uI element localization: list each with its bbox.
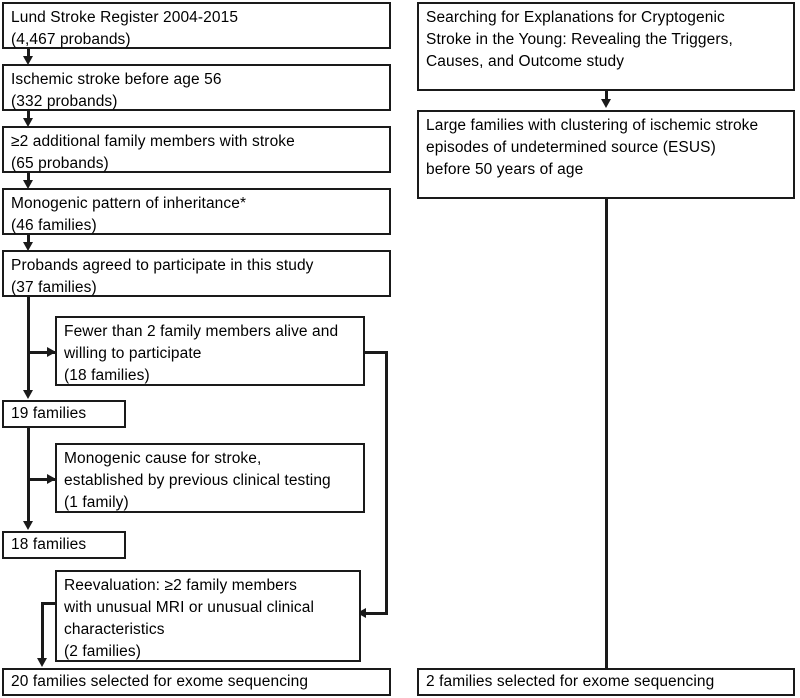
connector-agreed-to-19-families bbox=[26, 297, 30, 393]
connector-19-to-18-families bbox=[26, 428, 30, 524]
connector-feedback-top-segment bbox=[363, 350, 388, 354]
node-large-families-esus: Large families with clustering of ischem… bbox=[417, 110, 795, 199]
connector-reevaluation-down-to-final bbox=[41, 601, 44, 662]
arrowhead-feedback-into-reevaluation bbox=[357, 607, 366, 618]
connector-secryptos-to-large-families bbox=[604, 91, 608, 103]
arrowhead-secryptos-to-large-families bbox=[600, 99, 611, 108]
arrowhead-monogenic-to-agreed bbox=[22, 242, 33, 251]
node-18-families: 18 families bbox=[2, 531, 126, 559]
connector-ischemic-to-family bbox=[26, 111, 30, 122]
arrowhead-reevaluation-to-final-left bbox=[37, 658, 47, 667]
node-19-families: 19 families bbox=[2, 400, 126, 428]
arrowhead-family-to-monogenic bbox=[22, 180, 33, 189]
node-exclusion-monogenic-cause-known: Monogenic cause for stroke, established … bbox=[55, 443, 365, 513]
connector-large-families-to-final-right bbox=[604, 199, 608, 668]
arrowhead-branch-to-exclusion-fewer bbox=[47, 346, 56, 357]
node-exclusion-fewer-than-2-members: Fewer than 2 family members alive and wi… bbox=[55, 316, 365, 386]
node-probands-agreed-to-participate: Probands agreed to participate in this s… bbox=[2, 250, 391, 297]
node-final-2-families-exome-sequencing: 2 families selected for exome sequencing bbox=[417, 668, 795, 696]
node-lund-stroke-register: Lund Stroke Register 2004-2015 (4,467 pr… bbox=[2, 2, 391, 49]
node-secryptos-study: Searching for Explanations for Cryptogen… bbox=[417, 2, 795, 91]
connector-feedback-vertical-segment bbox=[385, 350, 388, 613]
connector-branch-to-exclusion-monogenic bbox=[28, 477, 57, 481]
connector-reevaluation-exit-left bbox=[41, 601, 57, 605]
connector-branch-to-exclusion-fewer bbox=[28, 350, 57, 354]
arrowhead-branch-to-exclusion-monogenic bbox=[47, 473, 56, 484]
arrowhead-agreed-to-19-families bbox=[22, 390, 33, 399]
arrowhead-19-to-18-families bbox=[22, 521, 33, 530]
connector-feedback-bottom-segment bbox=[366, 611, 388, 615]
node-ischemic-stroke-before-56: Ischemic stroke before age 56 (332 proba… bbox=[2, 64, 391, 111]
node-monogenic-pattern-of-inheritance: Monogenic pattern of inheritance* (46 fa… bbox=[2, 188, 391, 235]
node-final-20-families-exome-sequencing: 20 families selected for exome sequencin… bbox=[2, 668, 391, 696]
node-reevaluation: Reevaluation: ≥2 family members with unu… bbox=[55, 570, 361, 662]
connector-monogenic-to-agreed bbox=[26, 235, 30, 246]
arrowhead-ischemic-to-family bbox=[22, 118, 33, 127]
connector-family-to-monogenic bbox=[26, 173, 30, 184]
arrowhead-lsr-to-ischemic bbox=[22, 56, 33, 65]
node-two-additional-family-members: ≥2 additional family members with stroke… bbox=[2, 126, 391, 173]
connector-lsr-to-ischemic bbox=[26, 49, 30, 60]
